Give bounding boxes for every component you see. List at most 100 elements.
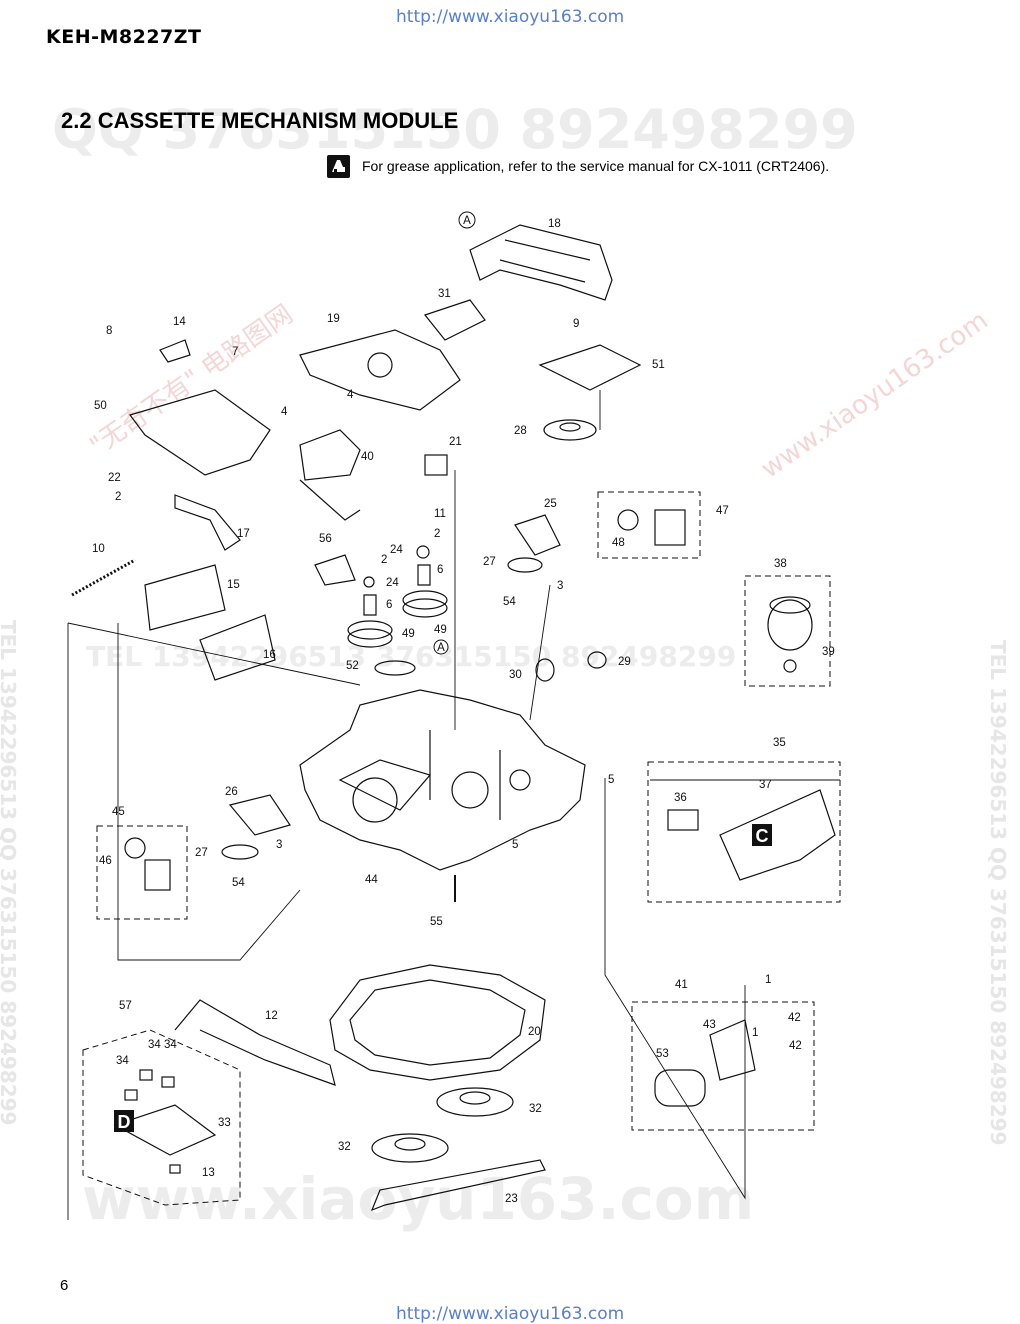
part-15-plate (144, 564, 226, 631)
callout-49: 49 (402, 628, 415, 640)
callout-24: 24 (386, 577, 399, 589)
callout-18: 18 (548, 218, 561, 230)
callout-28: 28 (514, 425, 527, 437)
callout-7: 7 (232, 346, 238, 358)
callout-5: 5 (512, 839, 518, 851)
part-43-bracket (709, 1019, 756, 1081)
callout-17: 17 (237, 528, 250, 540)
box-45 (96, 825, 188, 920)
exploded-view-diagram: C D A A 18311995181475044402821222112254… (67, 211, 841, 1220)
box-38 (744, 575, 831, 687)
callout-50: 50 (94, 400, 107, 412)
source-url-bottom[interactable]: http://www.xiaoyu163.com (396, 1304, 625, 1324)
callout-6: 6 (437, 564, 443, 576)
part-38-motor (767, 599, 813, 651)
box-d-label: D (118, 1112, 131, 1132)
callout-42: 42 (789, 1040, 802, 1052)
part-32-pulley-left (371, 1133, 449, 1163)
callout-22: 22 (108, 472, 121, 484)
part-24-left (363, 576, 375, 588)
part-46 (124, 837, 146, 859)
part-34-c (161, 1076, 175, 1088)
part-23-belt (370, 1159, 546, 1212)
part-18-carriage (469, 224, 613, 301)
callout-32: 32 (529, 1103, 542, 1115)
callout-10: 10 (92, 543, 105, 555)
callout-4: 4 (347, 389, 354, 401)
part-39 (783, 659, 797, 673)
marker-a-top (458, 211, 476, 229)
part-37-pcb (719, 789, 836, 881)
page-number: 6 (60, 1277, 69, 1294)
callout-2: 2 (115, 491, 121, 503)
callout-39: 39 (822, 646, 835, 658)
callout-55: 55 (430, 916, 443, 928)
callout-48: 48 (612, 537, 625, 549)
part-10-spring (71, 558, 136, 597)
part-6-spring-left (363, 594, 377, 616)
part-45-head (144, 859, 171, 891)
box-35 (647, 761, 841, 903)
watermark-site: www.xiaoyu163.com (82, 1165, 755, 1233)
part-49-gear-right (402, 598, 448, 618)
callout-21: 21 (449, 436, 462, 448)
callout-51: 51 (652, 359, 665, 371)
callout-34: 34 (164, 1039, 177, 1051)
callout-3: 3 (276, 839, 282, 851)
callout-5: 5 (608, 774, 614, 786)
callout-36: 36 (674, 792, 687, 804)
part-27-gear-left (221, 844, 259, 860)
part-48 (617, 509, 639, 531)
box-41 (631, 1001, 815, 1131)
part-29 (587, 651, 607, 669)
part-34-a (124, 1089, 138, 1101)
callout-25: 25 (544, 498, 557, 510)
grease-note-icon (327, 155, 350, 178)
callout-2: 2 (434, 528, 440, 540)
callout-56: 56 (319, 533, 332, 545)
callout-20: 20 (528, 1026, 541, 1038)
source-url-top[interactable]: http://www.xiaoyu163.com (396, 7, 625, 27)
part-14 (159, 339, 191, 363)
part-17-lever (174, 494, 241, 551)
part-32-pulley-right (436, 1087, 514, 1117)
callout-1: 1 (752, 1027, 758, 1039)
part-50-slider (129, 389, 271, 476)
callout-38: 38 (774, 558, 787, 570)
callout-45: 45 (112, 806, 125, 818)
section-title: 2.2 CASSETTE MECHANISM MODULE (61, 108, 459, 133)
callout-26: 26 (225, 786, 238, 798)
model-number: KEH-M8227ZT (46, 26, 202, 48)
part-24-right (416, 545, 430, 559)
callout-8: 8 (106, 325, 112, 337)
callout-33: 33 (218, 1117, 231, 1129)
box-d-marker (114, 1110, 134, 1132)
box-c-marker (752, 824, 772, 846)
marker-a-top-label: A (463, 215, 471, 227)
callout-19: 19 (327, 313, 340, 325)
callout-30: 30 (509, 669, 522, 681)
callout-9: 9 (573, 318, 579, 330)
callout-16: 16 (263, 649, 276, 661)
callout-24: 24 (390, 544, 403, 556)
part-28-gear (543, 419, 597, 441)
callout-13: 13 (202, 1167, 215, 1179)
part-51-arm (538, 344, 642, 391)
callout-27: 27 (483, 556, 496, 568)
callout-57: 57 (119, 1000, 132, 1012)
callout-1: 1 (765, 974, 771, 986)
callout-4: 4 (281, 406, 288, 418)
grease-note: For grease application, refer to the ser… (362, 158, 830, 174)
callout-34: 34 (116, 1055, 129, 1067)
callout-46: 46 (99, 855, 112, 867)
part-36-connector (667, 809, 699, 831)
callout-37: 37 (759, 779, 772, 791)
part-19-plate (299, 329, 461, 411)
watermark-tel: TEL 13942296513 376315150 892498299 (86, 640, 737, 673)
callout-32: 32 (338, 1141, 351, 1153)
part-53-motor (654, 1069, 706, 1107)
callout-47: 47 (716, 505, 729, 517)
callout-14: 14 (173, 316, 186, 328)
callout-54: 54 (232, 877, 245, 889)
